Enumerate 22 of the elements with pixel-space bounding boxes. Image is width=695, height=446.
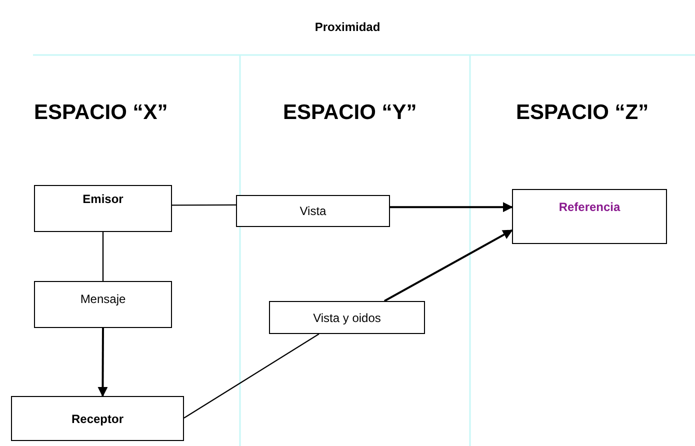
process-box [269,301,425,334]
connector-line [102,232,104,281]
arrow [390,202,513,212]
box-label: Referencia [558,199,622,216]
column-heading: ESPACIO “Z” [516,100,649,126]
box-label: Vista [300,203,326,220]
arrow [384,229,513,302]
process-box [512,189,667,244]
process-box [11,396,184,441]
box-label: Mensaje [79,291,127,308]
column-heading: ESPACIO “Y” [283,100,417,126]
arrow [98,328,108,397]
title: Proximidad [314,19,382,36]
process-box [236,195,390,227]
process-box [34,281,172,328]
column-heading: ESPACIO “X” [34,100,168,126]
box-label: Receptor [71,410,124,428]
connector-line [184,334,320,419]
connector-line [172,204,236,206]
box-label: Emisor [82,191,124,208]
box-label: Vista y oidos [313,310,381,326]
process-box [34,185,172,232]
